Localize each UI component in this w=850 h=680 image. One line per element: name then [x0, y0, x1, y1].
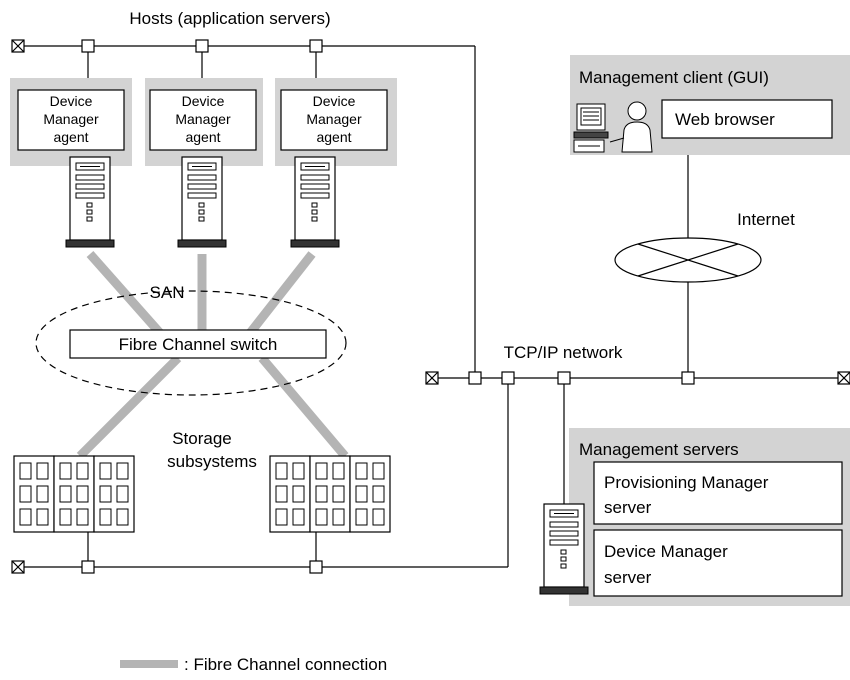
network-node-icon [81, 39, 95, 53]
tcpip-lan [432, 155, 844, 504]
network-node-icon [557, 371, 571, 385]
fc-link-host3 [246, 251, 316, 336]
network-node-icon [468, 371, 482, 385]
legend-label: : Fibre Channel connection [184, 655, 387, 674]
provisioning-manager-server-box: Provisioning Manager server [593, 461, 843, 525]
storage-label-line1: Storage [172, 429, 232, 448]
fc-switch-label: Fibre Channel switch [119, 335, 278, 354]
fibre-channel-switch: Fibre Channel switch [69, 329, 327, 359]
web-browser-box: Web browser [661, 99, 833, 139]
storage-label-line2: subsystems [167, 452, 257, 471]
agent-label-line1: Device [50, 93, 93, 109]
network-node-icon [681, 371, 695, 385]
san-boundary [35, 290, 347, 396]
tcpip-network-label: TCP/IP network [504, 343, 623, 362]
prov-label-line2: server [604, 498, 652, 517]
fc-link-storage1 [76, 354, 182, 460]
storage-array-icon [269, 455, 391, 533]
agent-label-line1: Device [313, 93, 356, 109]
legend: : Fibre Channel connection [120, 655, 387, 674]
server-tower-icon [290, 156, 340, 248]
server-tower-icon [65, 156, 115, 248]
network-node-icon [81, 560, 95, 574]
san-label: SAN [150, 283, 185, 302]
user-workstation-icon [573, 101, 653, 153]
dm-label-line2: server [604, 568, 652, 587]
network-node-icon [309, 560, 323, 574]
device-manager-server-box: Device Manager server [593, 529, 843, 597]
dm-label-line1: Device Manager [604, 542, 728, 561]
storage-array-icon [13, 455, 135, 533]
agent-label-line3: agent [53, 129, 88, 145]
agent-box-3: Device Manager agent [280, 89, 388, 151]
agent-box-2: Device Manager agent [149, 89, 257, 151]
terminator-icon [837, 371, 850, 385]
hosts-title: Hosts (application servers) [129, 9, 330, 28]
fc-link-host1 [86, 251, 164, 336]
prov-label-line1: Provisioning Manager [604, 473, 769, 492]
agent-label-line2: Manager [175, 111, 231, 127]
agent-label-line3: agent [316, 129, 351, 145]
mgmt-client-title: Management client (GUI) [579, 68, 769, 87]
terminator-icon [11, 560, 25, 574]
network-node-icon [309, 39, 323, 53]
terminator-icon [425, 371, 439, 385]
fibre-channel-connections [76, 251, 349, 460]
server-tower-icon [177, 156, 227, 248]
terminator-icon [11, 39, 25, 53]
agent-label-line1: Device [182, 93, 225, 109]
mgmt-servers-title: Management servers [579, 440, 739, 459]
internet-label: Internet [737, 210, 795, 229]
storage-lan [18, 378, 509, 568]
web-browser-label: Web browser [675, 110, 775, 129]
agent-label-line2: Manager [306, 111, 362, 127]
agent-label-line3: agent [185, 129, 220, 145]
network-node-icon [195, 39, 209, 53]
agent-label-line2: Manager [43, 111, 99, 127]
network-cloud-icon [614, 237, 762, 283]
server-tower-icon [539, 503, 589, 595]
fc-link-storage2 [258, 355, 349, 459]
network-node-icon [501, 371, 515, 385]
agent-box-1: Device Manager agent [17, 89, 125, 151]
